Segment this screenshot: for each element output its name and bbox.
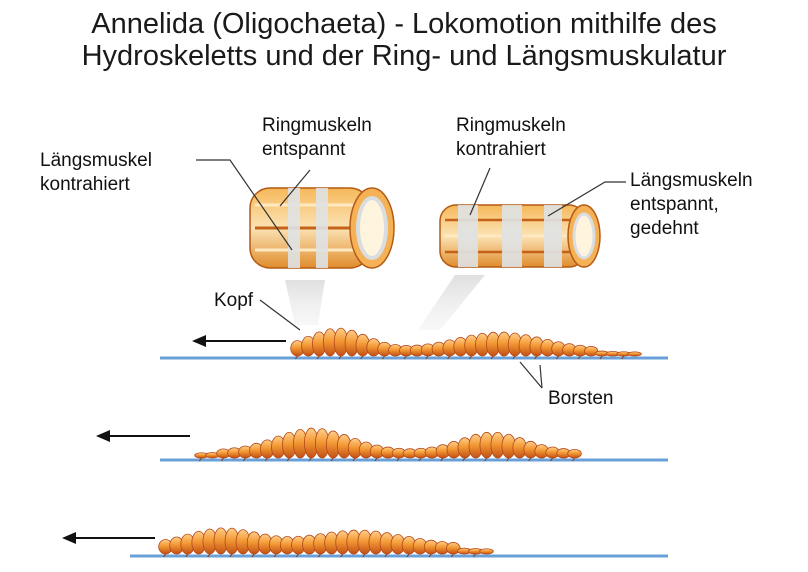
bristle [577, 355, 581, 360]
bristle [362, 553, 366, 558]
bristle [316, 355, 320, 360]
bristle [403, 355, 407, 360]
bristle [450, 553, 454, 558]
label-borsten: Borsten [548, 388, 613, 409]
bristle [360, 355, 364, 360]
projection-beam-right [418, 275, 485, 330]
bristle [338, 355, 342, 360]
worm-segment [479, 548, 494, 555]
projection-beam-left [285, 280, 325, 325]
bristle [199, 457, 202, 462]
bristle [484, 457, 488, 462]
bristle [462, 457, 466, 462]
arrow-left-icon [96, 430, 190, 442]
bristle [472, 553, 476, 558]
bristle [534, 355, 538, 360]
arrow-left-icon [62, 532, 155, 544]
bristle [440, 457, 444, 462]
bristle [528, 457, 532, 462]
worm-segment [567, 448, 582, 459]
bristle [229, 553, 233, 558]
label-laengsmuskeln-entspannt: Längsmuskeln entspannt, gedehnt [630, 170, 758, 239]
bristle [295, 355, 298, 360]
bristle [406, 553, 410, 558]
bristle [242, 457, 246, 462]
bristle [308, 457, 312, 462]
bristle [621, 355, 625, 360]
title-line-2: Hydroskeletts und der Ring- und Längsmus… [81, 40, 727, 72]
arrow-left-icon [192, 335, 286, 347]
bristle [207, 553, 211, 558]
tube-longitudinal-relaxed [439, 204, 601, 268]
worm-stage-1 [290, 327, 642, 360]
bristle [425, 355, 429, 360]
bristle [163, 553, 166, 558]
bristle [447, 355, 451, 360]
leader-lines [196, 159, 626, 389]
bristle [286, 457, 290, 462]
bristle [428, 553, 432, 558]
label-laengsmuskel-kontrahiert: Längsmuskel kontrahiert [40, 150, 157, 195]
bristle [599, 355, 603, 360]
bristle [550, 457, 553, 462]
bristle [221, 457, 224, 462]
bristle [318, 553, 321, 558]
bristle [340, 553, 344, 558]
bristle [396, 457, 400, 462]
bristle [556, 355, 559, 360]
tube-longitudinal-contracted [249, 187, 395, 269]
worm-segment [627, 351, 642, 357]
bristle [374, 457, 378, 462]
bristle [273, 553, 277, 558]
bristle [506, 457, 510, 462]
bristle [469, 355, 472, 360]
bristle [490, 355, 494, 360]
bristle [295, 553, 299, 558]
title-line-1: Annelida (Oligochaeta) - Lokomotion mith… [91, 8, 717, 40]
bristle [330, 457, 334, 462]
bristle [418, 457, 422, 462]
bristle [264, 457, 268, 462]
bristle [384, 553, 388, 558]
bristle [352, 457, 356, 462]
label-kopf: Kopf [214, 290, 254, 311]
bristle [251, 553, 255, 558]
worm-stage-3 [158, 527, 494, 558]
label-ringmuskeln-entspannt: Ringmuskeln entspannt [262, 115, 377, 160]
worm-stage-2 [194, 427, 582, 462]
bristle [185, 553, 189, 558]
bristle [382, 355, 385, 360]
bristle [512, 355, 516, 360]
page-title: Annelida (Oligochaeta) - Lokomotion mith… [0, 8, 808, 72]
label-ringmuskeln-kontrahiert: Ringmuskeln kontrahiert [456, 115, 571, 160]
bristle [572, 457, 575, 462]
